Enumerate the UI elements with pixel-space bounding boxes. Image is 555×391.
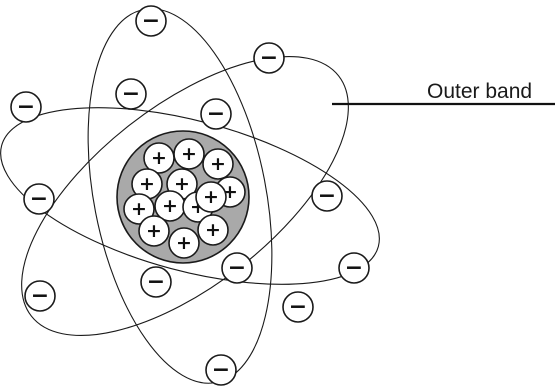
electron-sign: −	[31, 284, 49, 309]
electron: −	[221, 252, 253, 284]
electron: −	[135, 5, 167, 37]
electron: −	[311, 180, 343, 212]
proton: +	[123, 193, 155, 225]
proton-sign: +	[210, 153, 226, 175]
proton-circle	[195, 181, 227, 213]
electron: −	[205, 354, 237, 386]
electrons: − − − − − − − − − − − − −	[10, 5, 370, 386]
proton-sign: +	[205, 219, 221, 241]
electron-sign: −	[260, 46, 278, 71]
proton-circle	[168, 227, 200, 259]
electron-sign: −	[318, 184, 336, 209]
proton: +	[197, 214, 229, 246]
proton-sign: +	[162, 195, 178, 217]
electron-circle	[205, 354, 237, 386]
proton-sign: +	[181, 143, 197, 165]
electron: −	[24, 280, 56, 312]
electron-sign: −	[142, 9, 160, 34]
proton-sign: +	[151, 147, 167, 169]
electron: −	[338, 252, 370, 284]
proton-circle	[123, 193, 155, 225]
electron-sign: −	[289, 295, 307, 320]
electron-circle	[115, 78, 147, 110]
electron-sign: −	[30, 187, 48, 212]
proton-sign: +	[146, 220, 162, 242]
electron-sign: −	[228, 256, 246, 281]
proton: +	[202, 148, 234, 180]
electron-circle	[24, 280, 56, 312]
proton: +	[173, 138, 205, 170]
electron-circle	[311, 180, 343, 212]
electron-circle	[140, 266, 172, 298]
electron: −	[140, 266, 172, 298]
nucleus: +++++++++++++	[116, 130, 250, 264]
proton-circle	[173, 138, 205, 170]
electron: −	[10, 91, 42, 123]
proton: +	[138, 215, 170, 247]
electron-circle	[253, 42, 285, 74]
electron: −	[115, 78, 147, 110]
electron-sign: −	[122, 82, 140, 107]
electron-circle	[10, 91, 42, 123]
electron-circle	[23, 183, 55, 215]
electron-circle	[338, 252, 370, 284]
proton-sign: +	[203, 186, 219, 208]
protons: +++++++++++++	[123, 138, 246, 259]
proton: +	[195, 181, 227, 213]
electron-sign: −	[207, 102, 225, 127]
outer-band-label: Outer band	[427, 80, 532, 103]
electron-sign: −	[345, 256, 363, 281]
proton-sign: +	[139, 173, 155, 195]
electron: −	[253, 42, 285, 74]
proton-circle	[197, 214, 229, 246]
electron: −	[282, 291, 314, 323]
electron-sign: −	[147, 270, 165, 295]
proton-sign: +	[131, 198, 147, 220]
electron: −	[200, 98, 232, 130]
proton-sign: +	[174, 173, 190, 195]
electron-circle	[282, 291, 314, 323]
electron-sign: −	[17, 95, 35, 120]
proton-circle	[138, 215, 170, 247]
electron-circle	[200, 98, 232, 130]
electron-circle	[135, 5, 167, 37]
proton: +	[131, 168, 163, 200]
proton: +	[168, 227, 200, 259]
electron-circle	[221, 252, 253, 284]
electron: −	[23, 183, 55, 215]
proton: +	[154, 190, 186, 222]
proton-circle	[202, 148, 234, 180]
electron-sign: −	[212, 358, 230, 383]
proton: +	[143, 142, 175, 174]
proton-sign: +	[176, 232, 192, 254]
